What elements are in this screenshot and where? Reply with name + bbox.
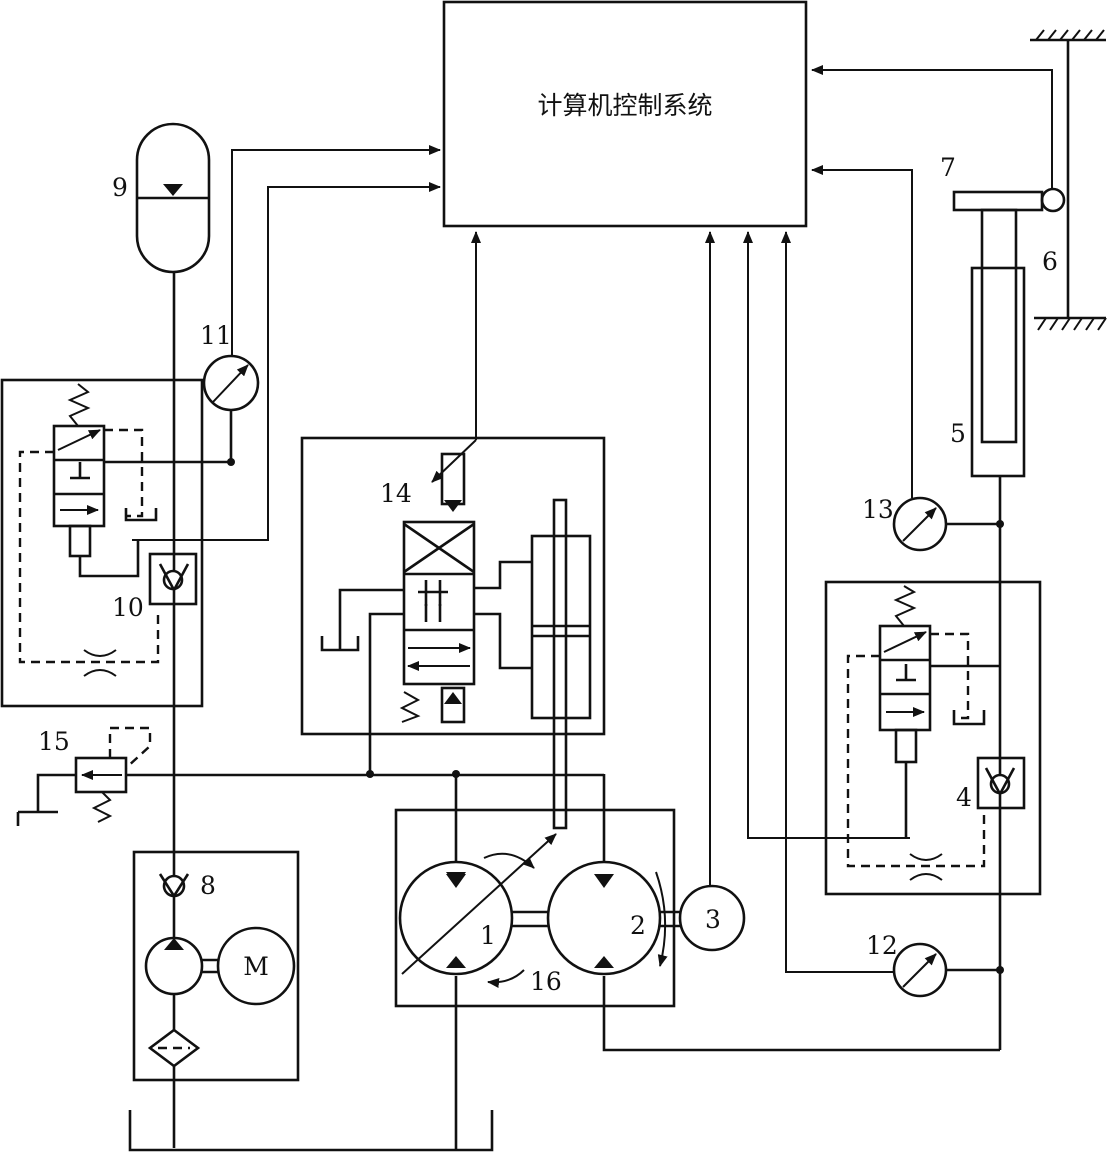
servo-valve-block — [300, 436, 606, 830]
label-5: 5 — [950, 419, 966, 448]
motor-label: M — [243, 952, 269, 981]
label-4: 4 — [956, 783, 972, 812]
label-9: 9 — [112, 173, 128, 202]
left-valve-block — [0, 378, 231, 708]
label-3: 3 — [705, 905, 721, 934]
tank — [128, 976, 494, 1152]
pressure-gauge-12 — [892, 942, 1004, 998]
label-8: 8 — [200, 871, 216, 900]
pump-motor-group: M — [132, 850, 300, 1082]
component-labels: 1 2 3 4 5 6 7 8 9 10 11 12 13 14 15 16 — [38, 153, 1058, 996]
label-1: 1 — [480, 921, 496, 950]
label-15: 15 — [38, 727, 70, 756]
pump-motor-unit — [394, 774, 1000, 1052]
accumulator — [135, 122, 211, 274]
label-16: 16 — [530, 967, 562, 996]
label-12: 12 — [866, 931, 898, 960]
label-2: 2 — [630, 911, 646, 940]
label-7: 7 — [940, 153, 956, 182]
hydraulic-cylinder — [952, 190, 1044, 1050]
label-11: 11 — [200, 321, 232, 350]
label-6: 6 — [1042, 247, 1058, 276]
computer-control-system: 计算机控制系统 — [442, 0, 808, 228]
label-13: 13 — [862, 495, 894, 524]
right-valve-block — [824, 580, 1042, 896]
pressure-gauge-11 — [202, 354, 260, 466]
controller-title: 计算机控制系统 — [537, 91, 712, 120]
frame-ground — [1030, 29, 1107, 331]
label-14: 14 — [380, 479, 412, 508]
relief-valve-15 — [16, 726, 604, 826]
signal-lines — [132, 65, 1053, 973]
pressure-gauge-13 — [892, 496, 1004, 552]
label-10: 10 — [112, 593, 144, 622]
